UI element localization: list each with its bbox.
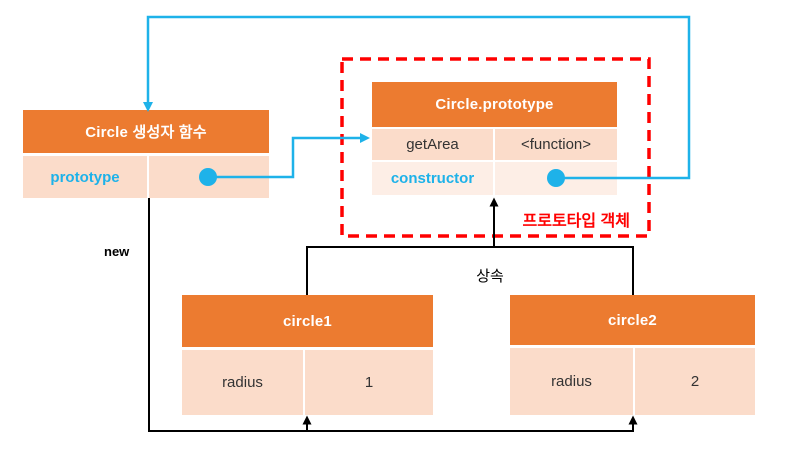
table-row: prototype (23, 156, 269, 198)
table-row: getArea <function> (372, 129, 617, 160)
cell-prototype-key: prototype (23, 156, 147, 198)
cell-constructor-value (495, 162, 617, 195)
table-circle1: circle1 radius 1 (182, 295, 433, 415)
table-title: Circle.prototype (372, 82, 617, 127)
cell-getarea-key: getArea (372, 129, 493, 160)
table-title: Circle 생성자 함수 (23, 110, 269, 153)
table-row: constructor (372, 162, 617, 195)
cell-radius-key: radius (510, 348, 633, 415)
table-circle2: circle2 radius 2 (510, 295, 755, 415)
cell-radius-value: 1 (305, 350, 433, 415)
cell-radius-value: 2 (635, 348, 755, 415)
cell-prototype-value (149, 156, 269, 198)
table-row: radius 1 (182, 350, 433, 415)
cell-getarea-value: <function> (495, 129, 617, 160)
new-operator-label: new (104, 244, 130, 259)
cell-radius-key: radius (182, 350, 303, 415)
table-row: radius 2 (510, 348, 755, 415)
prototype-object-caption: 프로토타입 객체 (522, 213, 631, 230)
table-title: circle1 (182, 295, 433, 347)
table-circle-prototype: Circle.prototype getArea <function> cons… (372, 82, 617, 195)
table-constructor-function: Circle 생성자 함수 prototype (23, 110, 269, 198)
inheritance-label: 상속 (476, 268, 504, 285)
table-title: circle2 (510, 295, 755, 345)
cell-constructor-key: constructor (372, 162, 493, 195)
